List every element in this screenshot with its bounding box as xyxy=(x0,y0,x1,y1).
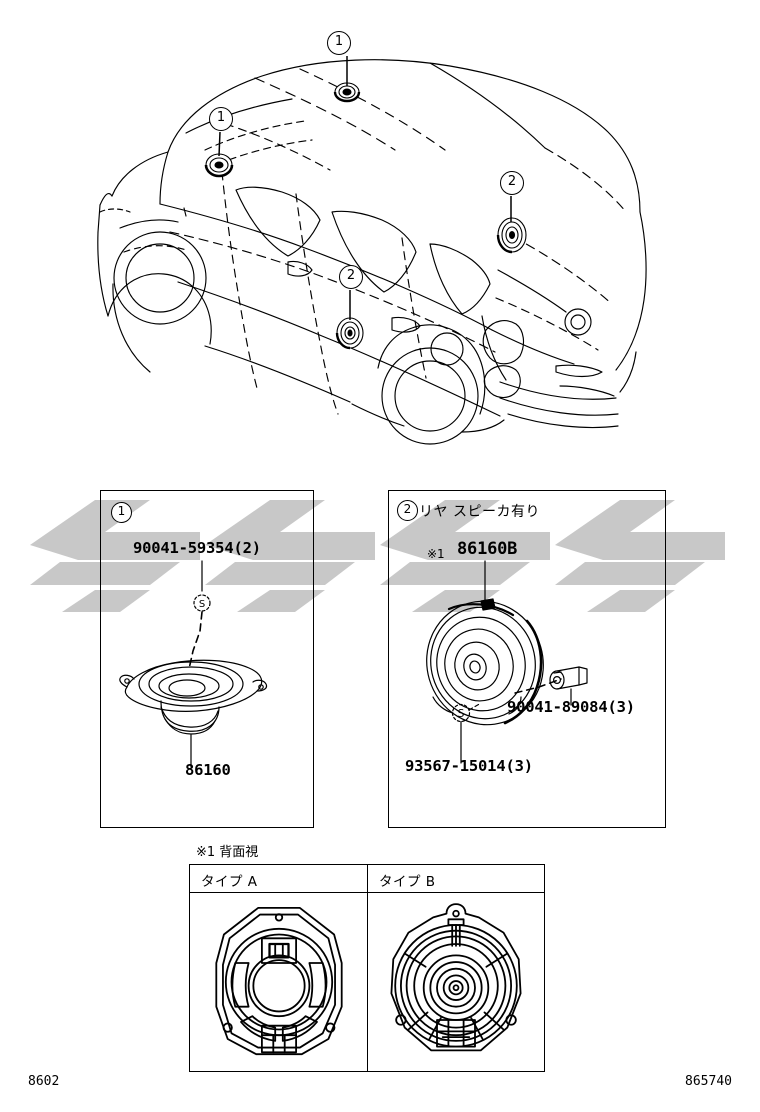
type-a-speaker-rear-view xyxy=(214,906,343,1056)
bolt-part-number-label: 90041-89084(3) xyxy=(507,698,635,716)
svg-text:S: S xyxy=(458,708,465,720)
panel-1-artwork: S xyxy=(119,560,268,768)
type-b-cell xyxy=(367,893,544,1071)
nut-part-number-label: 93567-15014(3) xyxy=(405,757,533,775)
front-speaker-part-number-label: 86160 xyxy=(185,761,231,779)
panel-2-artwork: S xyxy=(426,560,588,764)
panel-front-speaker: 1 90041-59354(2) xyxy=(100,490,314,828)
type-b-header: タイプ B xyxy=(367,865,544,893)
vehicle-callout-1-pillar[interactable]: 1 xyxy=(209,107,233,131)
vehicle-illustration xyxy=(97,56,647,445)
footer-right-code: 865740 xyxy=(685,1074,732,1089)
panel-rear-speaker: 2 リヤ スピーカ有り ※1 86160B xyxy=(388,490,666,828)
vehicle-callout-2-door[interactable]: 2 xyxy=(339,265,363,289)
type-table-caption: ※1 背面視 xyxy=(196,845,259,860)
footer-left-code: 8602 xyxy=(28,1074,60,1089)
type-table: タイプ A タイプ B xyxy=(189,864,545,1072)
type-a-header: タイプ A xyxy=(190,865,367,893)
table-body-row xyxy=(190,893,544,1071)
vehicle-callout-2-rear[interactable]: 2 xyxy=(500,171,524,195)
svg-text:S: S xyxy=(199,599,205,610)
vehicle-callout-1-roof[interactable]: 1 xyxy=(327,31,351,55)
type-a-cell xyxy=(190,893,367,1071)
table-header-row: タイプ A タイプ B xyxy=(190,865,544,893)
type-b-speaker-rear-view xyxy=(390,903,522,1052)
